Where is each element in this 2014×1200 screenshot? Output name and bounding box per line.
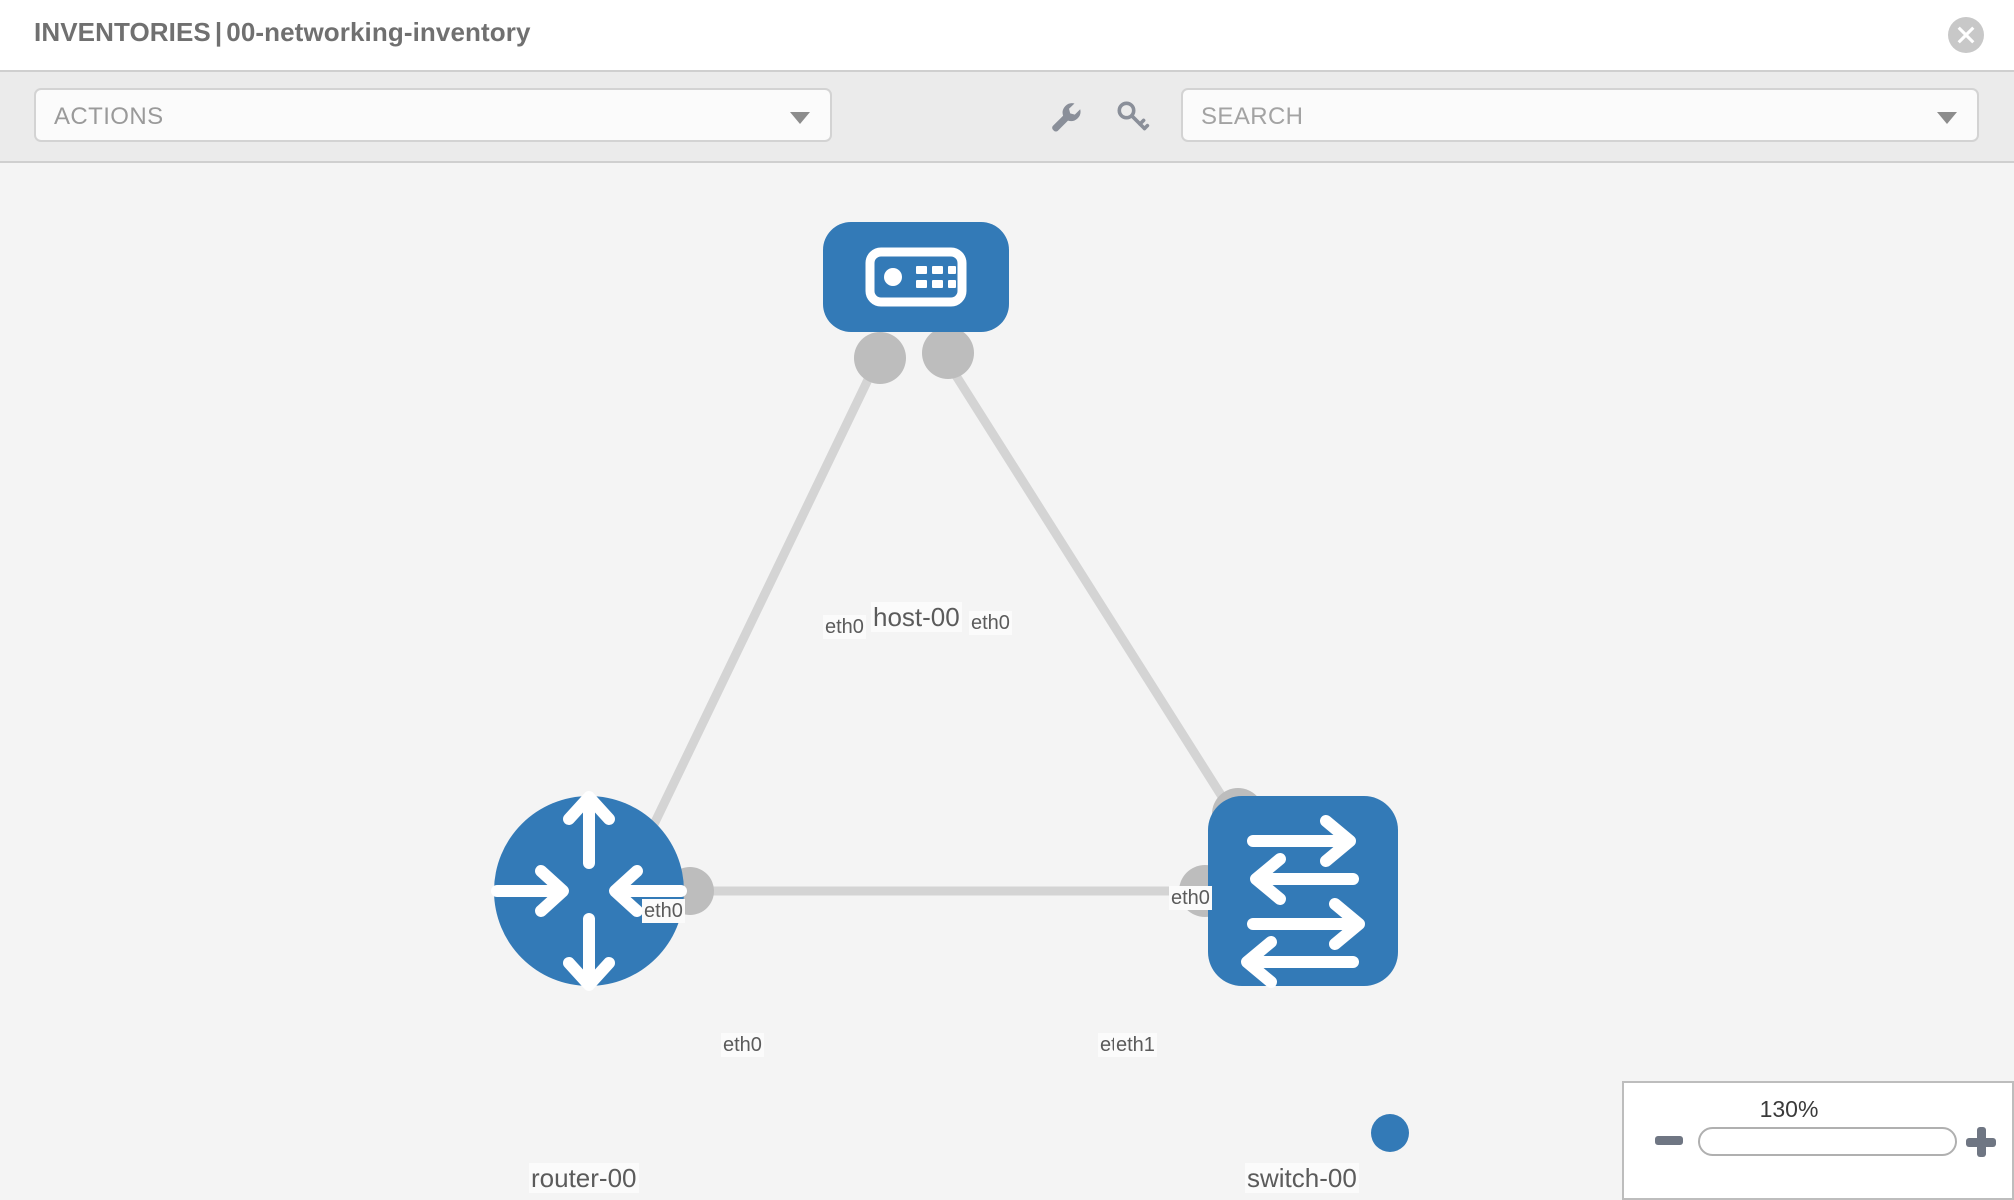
iface-label-switch00-uplink: eth0 bbox=[1169, 886, 1212, 910]
node-router-00[interactable] bbox=[491, 791, 687, 991]
breadcrumb-current: 00-networking-inventory bbox=[226, 17, 531, 47]
chevron-down-icon bbox=[790, 112, 810, 124]
breadcrumb: INVENTORIES|00-networking-inventory bbox=[34, 17, 531, 48]
minus-icon[interactable] bbox=[1655, 1136, 1683, 1145]
connector-host00-right bbox=[922, 327, 974, 379]
header-bar: INVENTORIES|00-networking-inventory bbox=[0, 0, 2014, 70]
topology-graph bbox=[491, 222, 1398, 991]
actions-dropdown[interactable]: ACTIONS bbox=[34, 88, 832, 142]
search-input[interactable] bbox=[1199, 99, 1903, 135]
search-box[interactable] bbox=[1181, 88, 1979, 142]
topology-links bbox=[640, 360, 1249, 896]
node-label-host-00: host-00 bbox=[871, 602, 962, 632]
key-icon[interactable] bbox=[1112, 96, 1152, 136]
iface-label-router00-uplink: eth0 bbox=[642, 899, 685, 923]
topology-canvas[interactable]: host-00 router-00 switch-00 eth0 eth0 et… bbox=[0, 163, 2014, 1200]
link-host00-switch00[interactable] bbox=[944, 360, 1249, 836]
plus-icon[interactable] bbox=[1966, 1127, 1996, 1157]
node-label-switch-00: switch-00 bbox=[1245, 1163, 1359, 1193]
zoom-slider-thumb[interactable] bbox=[1371, 1114, 1409, 1152]
actions-dropdown-label: ACTIONS bbox=[54, 103, 164, 130]
iface-label-router00-eth0: eth0 bbox=[721, 1033, 764, 1057]
iface-label-switch00-eth1: eth1 bbox=[1114, 1033, 1157, 1057]
node-switch-00[interactable] bbox=[1208, 796, 1398, 988]
breadcrumb-root-link[interactable]: INVENTORIES bbox=[34, 17, 211, 47]
connector-host00-left bbox=[854, 332, 906, 384]
zoom-slider[interactable] bbox=[1698, 1127, 1957, 1156]
iface-label-host00-left: eth0 bbox=[823, 615, 866, 639]
link-host00-router00[interactable] bbox=[640, 361, 881, 845]
iface-label-host00-right: eth0 bbox=[969, 611, 1012, 635]
close-icon[interactable] bbox=[1948, 17, 1984, 53]
node-label-router-00: router-00 bbox=[529, 1163, 639, 1193]
toolbar: ACTIONS bbox=[0, 70, 2014, 163]
zoom-control-panel: 130% bbox=[1622, 1081, 2014, 1200]
node-host-00[interactable] bbox=[823, 222, 1009, 332]
wrench-icon[interactable] bbox=[1044, 96, 1084, 136]
breadcrumb-separator: | bbox=[214, 17, 223, 47]
search-chevron-down-icon[interactable] bbox=[1937, 112, 1957, 124]
zoom-percent-label: 130% bbox=[1759, 1096, 1819, 1122]
